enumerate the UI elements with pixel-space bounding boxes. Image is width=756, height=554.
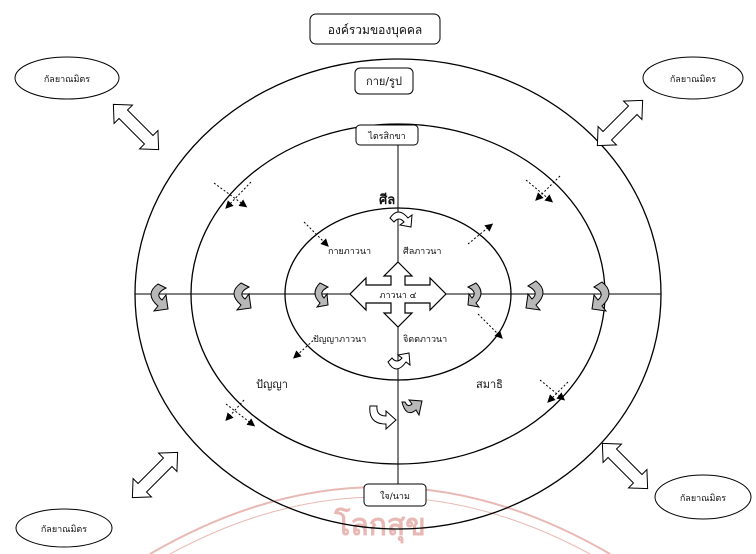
curved-arrow-outer-right (591, 281, 610, 312)
bottom-ring-label: ใจ/นาม (380, 491, 410, 502)
title-box: องค์รวมของบุคคล (309, 13, 441, 45)
title-text: องค์รวมของบุคคล (328, 23, 422, 38)
outer-ring-label: กาย/รูป (366, 75, 402, 88)
curved-arrow-top (389, 211, 413, 228)
friend-bottom-left: กัลยาณมิตร (15, 508, 113, 548)
dotted-arrow-10 (225, 403, 256, 427)
double-arrow-bottom-right (601, 442, 649, 490)
center-four-way-arrow: ภาวนา ๔ (349, 261, 447, 328)
dotted-arrow-11 (539, 379, 566, 401)
dotted-arrow-9 (225, 399, 245, 421)
middle-ring-label: ไตรสิกขา (367, 131, 405, 142)
middle-ring-label-box: ไตรสิกขา (355, 124, 419, 146)
dotted-arrow-12 (547, 381, 569, 403)
dotted-arrow-2 (225, 181, 252, 209)
dotted-arrow-5 (303, 221, 329, 247)
inner-panna-bhavana: ปัญญาภาวนา (313, 335, 366, 345)
svg-text:กัลยาณมิตร: กัลยาณมิตร (41, 524, 87, 535)
inner-citta-bhavana: จิตตภาวนา (403, 334, 447, 345)
inner-sila-bhavana: ศีลภาวนา (403, 246, 441, 257)
dotted-arrow-4 (535, 175, 561, 201)
dotted-arrows (213, 175, 569, 427)
svg-text:กัลยาณมิตร: กัลยาณมิตร (680, 493, 726, 504)
curved-arrow-middle-right (525, 280, 544, 311)
rotation-arrows (150, 211, 610, 431)
curved-arrow-bottom-gray (401, 399, 423, 417)
dotted-arrow-7 (477, 313, 503, 339)
quadrant-sila: ศีล (379, 192, 395, 208)
dotted-arrow-6 (467, 223, 494, 245)
inner-kaya-bhavana: กายภาวนา (328, 247, 371, 257)
double-arrow-bottom-left (131, 451, 179, 499)
double-arrow-top-right (596, 99, 644, 147)
curved-arrow-inner-right (466, 282, 482, 308)
quadrant-panna: ปัญญา (256, 378, 288, 391)
friend-bottom-right: กัลยาณมิตร (654, 474, 752, 520)
curved-arrow-bottom-inner (387, 352, 411, 370)
bottom-ring-label-box: ใจ/นาม (363, 483, 427, 507)
double-arrow-top-left (112, 103, 160, 151)
center-label: ภาวนา ๔ (380, 291, 417, 301)
quadrant-samadhi: สมาธิ (476, 378, 503, 391)
friend-top-left: กัลยาณมิตร (14, 56, 120, 100)
curved-arrow-inner-left (314, 282, 330, 308)
svg-text:กัลยาณมิตร: กัลยาณมิตร (44, 74, 90, 85)
curved-arrow-outer-left (150, 283, 169, 312)
dotted-arrow-8 (293, 337, 317, 359)
friend-top-right: กัลยาณมิตร (642, 56, 744, 100)
curved-arrow-bottom-outer (369, 405, 397, 431)
outer-ring-label-box: กาย/รูป (354, 67, 414, 95)
svg-text:กัลยาณมิตร: กัลยาณมิตร (670, 74, 716, 85)
curved-arrow-middle-left (233, 282, 252, 311)
dotted-arrow-3 (525, 179, 554, 203)
